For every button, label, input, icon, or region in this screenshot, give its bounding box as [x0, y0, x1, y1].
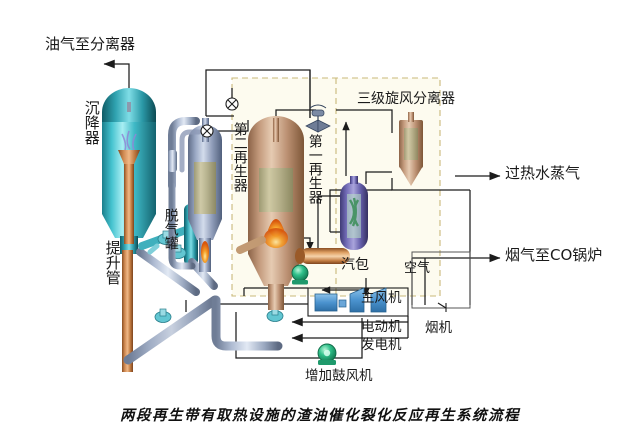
steam-drum	[295, 248, 350, 264]
first-regenerator-vessel	[236, 116, 304, 310]
valve-x-icon-1	[225, 97, 239, 111]
label-generator: 发电机	[361, 337, 402, 353]
heat-removal-cooler	[340, 176, 368, 250]
control-valve-icon	[305, 104, 331, 133]
label-first-regenerator: 第一再生器	[306, 134, 323, 204]
label-third-stage-cyclone: 三级旋风分离器	[357, 91, 455, 107]
label-main-blower: 主风机	[361, 290, 402, 306]
label-additional-blower: 增加鼓风机	[305, 368, 373, 384]
slide-valve-icon	[437, 302, 447, 312]
additional-blower	[317, 343, 337, 365]
valve-x-icon-2	[200, 124, 214, 138]
label-second-regenerator: 第二再生器	[231, 122, 248, 192]
label-flue-gas-to-co-boiler: 烟气至CO锅炉	[505, 246, 603, 264]
process-lines	[103, 59, 501, 359]
label-superheated-steam: 过热水蒸气	[505, 164, 581, 182]
blower-train	[314, 287, 387, 313]
valve-teal-3	[154, 308, 172, 323]
second-regenerator-vessel	[168, 117, 222, 272]
diagram-title: 两段再生带有取热设施的渣油催化裂化反应再生系统流程	[120, 407, 520, 424]
disengager-vessel	[102, 88, 156, 254]
third-stage-cyclone	[399, 112, 423, 186]
green-valve-icon	[291, 264, 309, 285]
riser-pipe	[122, 250, 220, 372]
label-flue-gas-turbine: 烟机	[425, 320, 452, 336]
label-riser: 提升管	[103, 240, 122, 285]
bottom-inlet-pipes	[211, 295, 283, 351]
label-air: 空气	[404, 261, 431, 276]
label-motor: 电动机	[361, 319, 402, 335]
label-degassing-tank: 脱气罐	[162, 208, 179, 250]
label-oil-gas-to-separator: 油气至分离器	[45, 35, 136, 53]
label-disengager: 沉降器	[82, 100, 101, 145]
valve-x-icons	[200, 97, 239, 138]
label-steam-drum: 汽包	[341, 257, 369, 273]
